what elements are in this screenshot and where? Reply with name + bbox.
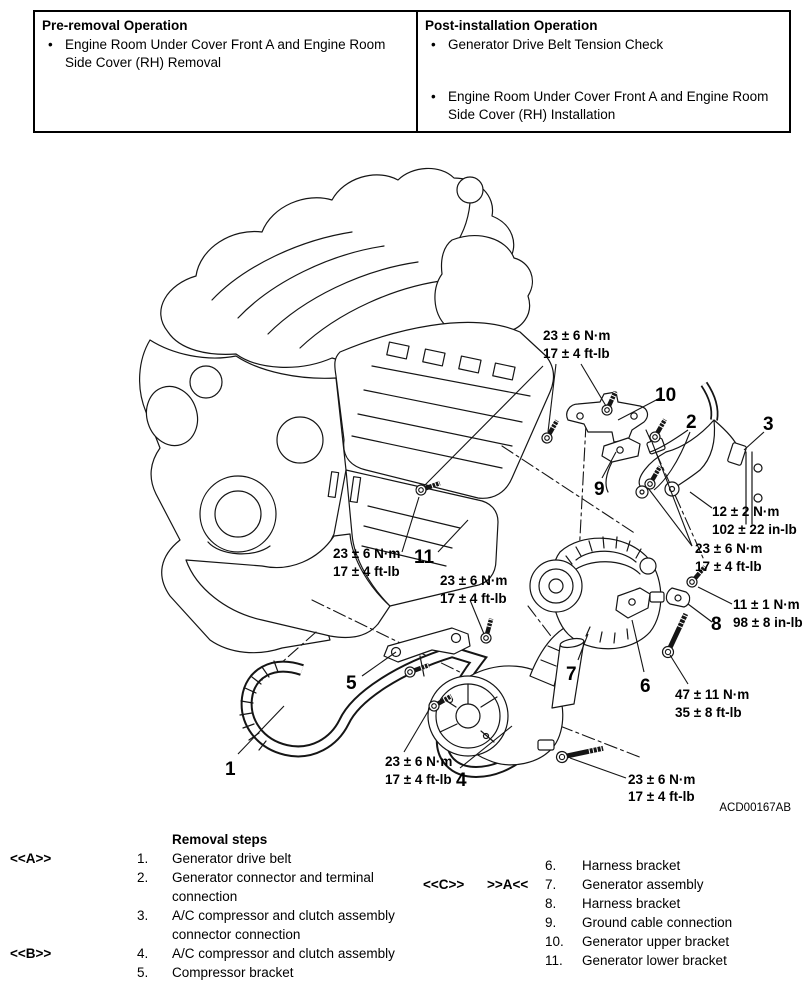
torque-label-center: 23 ± 6 N·m xyxy=(440,573,507,588)
legend-item-6: 6. Harness bracket xyxy=(423,856,803,875)
callout-5: 5 xyxy=(346,673,357,694)
item-text: Generator upper bracket xyxy=(582,934,730,949)
item-text: A/C compressor and clutch assembly xyxy=(172,946,395,961)
svg-text:17 ± 4 ft-lb: 17 ± 4 ft-lb xyxy=(440,591,507,606)
marker-C: <<C>> xyxy=(423,877,465,892)
ground-cable-part xyxy=(601,437,641,493)
legend-item-1: <<A>> 1. Generator drive belt xyxy=(10,849,420,868)
item-text: Ground cable connection xyxy=(582,915,733,930)
svg-text:17 ± 4 ft-lb: 17 ± 4 ft-lb xyxy=(695,559,762,574)
item-text: Generator lower bracket xyxy=(582,953,727,968)
pre-removal-title: Pre-removal Operation xyxy=(42,18,188,33)
callout-10: 10 xyxy=(655,385,676,406)
item-text: Generator drive belt xyxy=(172,851,292,866)
legend-item-11: 11. Generator lower bracket xyxy=(423,951,803,970)
item-number: 7. xyxy=(545,877,557,892)
callout-11: 11 xyxy=(414,547,435,568)
legend-left-column: Removal steps <<A>> 1. Generator drive b… xyxy=(10,830,420,982)
figure-code: ACD00167AB xyxy=(719,802,791,814)
post-installation-cell: Post-installation Operation • Generator … xyxy=(416,12,789,131)
item-number: 2. xyxy=(137,870,149,885)
legend-item-4: <<B>> 4. A/C compressor and clutch assem… xyxy=(10,944,420,963)
callout-2: 2 xyxy=(686,412,697,433)
item-text: Compressor bracket xyxy=(172,965,294,980)
post-installation-item-1: • Generator Drive Belt Tension Check xyxy=(425,36,781,54)
legend-right-column: 6. Harness bracket <<C>> >>A<< 7. Generat… xyxy=(423,856,803,970)
svg-text:35 ± 8 ft-lb: 35 ± 8 ft-lb xyxy=(675,705,742,720)
pre-removal-cell: Pre-removal Operation • Engine Room Unde… xyxy=(35,12,416,131)
callout-9: 9 xyxy=(594,479,605,500)
legend-item-9: 9. Ground cable connection xyxy=(423,913,803,932)
item-number: 1. xyxy=(137,851,149,866)
harness-bracket-6-part xyxy=(615,587,651,619)
torque-label-terminal: 12 ± 2 N·m xyxy=(712,504,779,519)
ac-compressor-part xyxy=(427,627,579,766)
svg-text:17 ± 4 ft-lb: 17 ± 4 ft-lb xyxy=(385,772,452,787)
svg-text:98 ± 8 in-lb: 98 ± 8 in-lb xyxy=(733,615,803,630)
callout-4: 4 xyxy=(456,770,467,791)
torque-label-bottom-right: 23 ± 6 N·m xyxy=(628,772,695,787)
svg-text:17 ± 4 ft-lb: 17 ± 4 ft-lb xyxy=(628,789,695,804)
post-installation-item-2-text: Engine Room Under Cover Front A and Engi… xyxy=(448,89,769,122)
item-text: Harness bracket xyxy=(582,896,681,911)
item-number: 8. xyxy=(545,896,557,911)
legend-item-2: 2. Generator connector and terminal conn… xyxy=(10,868,420,906)
item-text: Generator assembly xyxy=(582,877,704,892)
callout-numbers: 1 2 3 4 5 6 7 8 9 10 11 xyxy=(225,385,774,791)
pre-removal-item-text: Engine Room Under Cover Front A and Engi… xyxy=(65,37,386,70)
marker-B: <<B>> xyxy=(10,946,52,961)
generator-upper-bracket-part xyxy=(566,391,649,443)
torque-label-clamp: 11 ± 1 N·m xyxy=(733,597,800,612)
torque-labels: 23 ± 6 N·m 17 ± 4 ft-lb 23 ± 6 N·m 17 ± … xyxy=(333,328,803,804)
callout-7: 7 xyxy=(566,664,577,685)
callout-8: 8 xyxy=(711,614,722,635)
svg-text:102 ± 22 in-lb: 102 ± 22 in-lb xyxy=(712,522,797,537)
item-number: 10. xyxy=(545,934,564,949)
bullet-icon: • xyxy=(48,37,53,52)
item-number: 9. xyxy=(545,915,557,930)
svg-text:17 ± 4 ft-lb: 17 ± 4 ft-lb xyxy=(543,346,610,361)
svg-text:17 ± 4 ft-lb: 17 ± 4 ft-lb xyxy=(333,564,400,579)
legend-item-5: 5. Compressor bracket xyxy=(10,963,420,982)
callout-3: 3 xyxy=(763,414,774,435)
item-number: 5. xyxy=(137,965,149,980)
torque-label-left: 23 ± 6 N·m xyxy=(333,546,400,561)
item-text: Harness bracket xyxy=(582,858,681,873)
item-number: 3. xyxy=(137,908,149,923)
item-number: 4. xyxy=(137,946,149,961)
generator-assembly-part xyxy=(529,536,665,709)
marker-A: <<A>> xyxy=(10,851,52,866)
bullet-icon: • xyxy=(431,37,436,52)
item-text: A/C compressor and clutch assembly conne… xyxy=(172,908,395,942)
post-installation-item-2: • Engine Room Under Cover Front A and En… xyxy=(425,88,781,124)
pre-removal-item: • Engine Room Under Cover Front A and En… xyxy=(42,36,408,72)
removal-steps-title: Removal steps xyxy=(172,832,268,847)
torque-label-pivot: 47 ± 11 N·m xyxy=(675,687,749,702)
generator-drive-belt-part xyxy=(239,645,525,779)
bullet-icon: • xyxy=(431,89,436,104)
callout-1: 1 xyxy=(225,759,236,780)
legend-item-7: <<C>> >>A<< 7. Generator assembly xyxy=(423,875,803,894)
harness-bracket-8-part xyxy=(665,587,691,608)
pre-post-operation-table: Pre-removal Operation • Engine Room Unde… xyxy=(33,10,791,133)
torque-label-bottom-left: 23 ± 6 N·m xyxy=(385,754,452,769)
post-installation-title: Post-installation Operation xyxy=(425,18,598,33)
post-installation-item-1-text: Generator Drive Belt Tension Check xyxy=(448,37,664,52)
torque-label-top: 23 ± 6 N·m xyxy=(543,328,610,343)
item-text: Generator connector and terminal connect… xyxy=(172,870,374,904)
callout-6: 6 xyxy=(640,676,651,697)
item-number: 6. xyxy=(545,858,557,873)
legend-item-8: 8. Harness bracket xyxy=(423,894,803,913)
item-number: 11. xyxy=(545,953,563,968)
legend-item-10: 10. Generator upper bracket xyxy=(423,932,803,951)
leader-lines xyxy=(237,363,765,779)
legend-item-3: 3. A/C compressor and clutch assembly co… xyxy=(10,906,420,944)
marker-A-install: >>A<< xyxy=(487,877,529,892)
engine-line-art xyxy=(139,167,555,654)
torque-label-right: 23 ± 6 N·m xyxy=(695,541,762,556)
